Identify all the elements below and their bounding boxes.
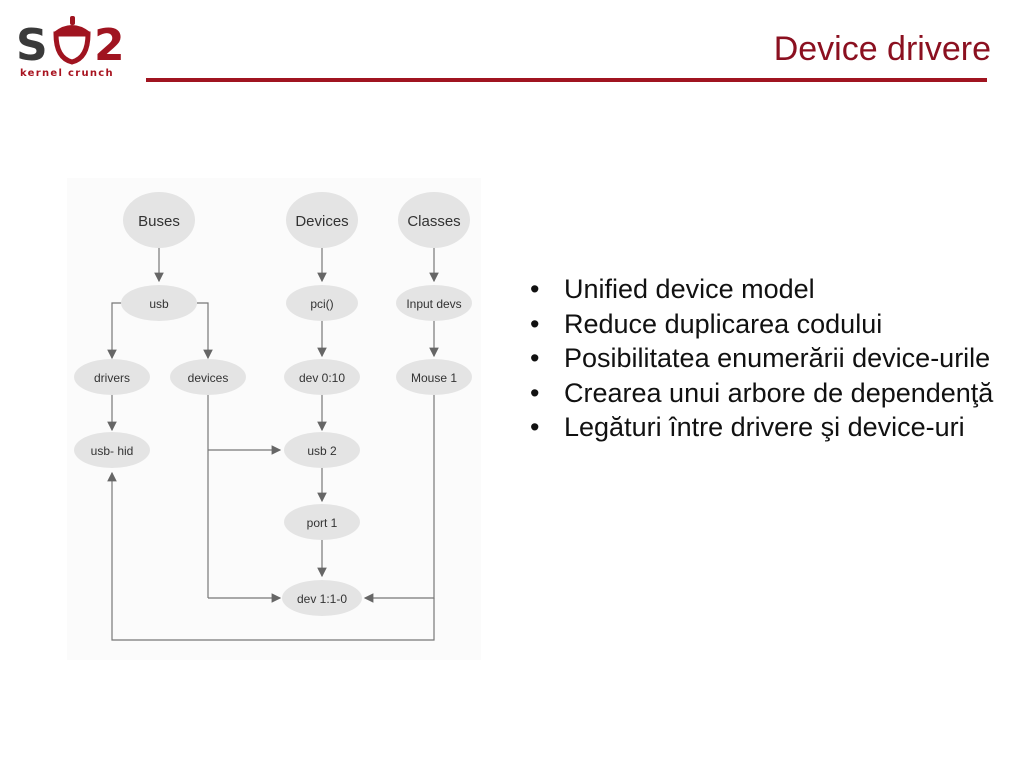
- node-dev-0-10: dev 0:10: [284, 359, 360, 395]
- node-drivers: drivers: [74, 359, 150, 395]
- logo-caption: kernel crunch: [20, 68, 114, 79]
- node-buses-label: Buses: [138, 213, 180, 230]
- bullet-item: Reduce duplicarea codului: [530, 307, 1000, 342]
- node-usb-hid: usb- hid: [74, 432, 150, 468]
- bullet-item: Crearea unui arbore de dependenţă: [530, 376, 1000, 411]
- node-buses: Buses: [123, 192, 195, 248]
- node-input-devs-label: Input devs: [406, 297, 461, 311]
- bullet-item: Unified device model: [530, 272, 1000, 307]
- node-devices-small: devices: [170, 359, 246, 395]
- so2-logo-mark: S 2: [16, 16, 125, 71]
- svg-text:2: 2: [94, 20, 125, 71]
- diagram-connectors: [107, 246, 439, 641]
- node-pci-label: pci(): [310, 297, 333, 311]
- node-usb: usb: [121, 285, 197, 321]
- node-dev-0-10-label: dev 0:10: [299, 371, 345, 385]
- node-usb-2-label: usb 2: [307, 444, 337, 458]
- node-mouse-1-label: Mouse 1: [411, 371, 457, 385]
- node-dev-1-1-0-label: dev 1:1-0: [297, 592, 347, 606]
- node-devices-small-label: devices: [188, 371, 229, 385]
- node-mouse-1: Mouse 1: [396, 359, 472, 395]
- node-devices-label: Devices: [295, 213, 348, 230]
- node-usb-hid-label: usb- hid: [91, 444, 134, 458]
- node-classes-label: Classes: [407, 213, 460, 230]
- acorn-icon: [53, 16, 91, 65]
- device-model-diagram: Buses Devices Classes usb pci() Input de…: [67, 178, 481, 660]
- bullet-item: Posibilitatea enumerării device-urile: [530, 341, 1000, 376]
- node-port-1-label: port 1: [307, 516, 338, 530]
- bullet-item: Legături între drivere şi device-uri: [530, 410, 1000, 445]
- node-dev-1-1-0: dev 1:1-0: [282, 580, 362, 616]
- title-divider: [146, 78, 987, 82]
- node-pci: pci(): [286, 285, 358, 321]
- logo: S 2: [14, 10, 144, 90]
- page-title: Device drivere: [773, 30, 991, 68]
- node-usb-label: usb: [149, 297, 169, 311]
- node-drivers-label: drivers: [94, 371, 130, 385]
- node-port-1: port 1: [284, 504, 360, 540]
- node-devices: Devices: [286, 192, 358, 248]
- node-input-devs: Input devs: [396, 285, 472, 321]
- node-usb-2: usb 2: [284, 432, 360, 468]
- diagram-canvas: Buses Devices Classes usb pci() Input de…: [74, 192, 472, 641]
- bullet-list: Unified device model Reduce duplicarea c…: [530, 272, 1000, 445]
- node-classes: Classes: [398, 192, 470, 248]
- svg-text:S: S: [16, 20, 48, 71]
